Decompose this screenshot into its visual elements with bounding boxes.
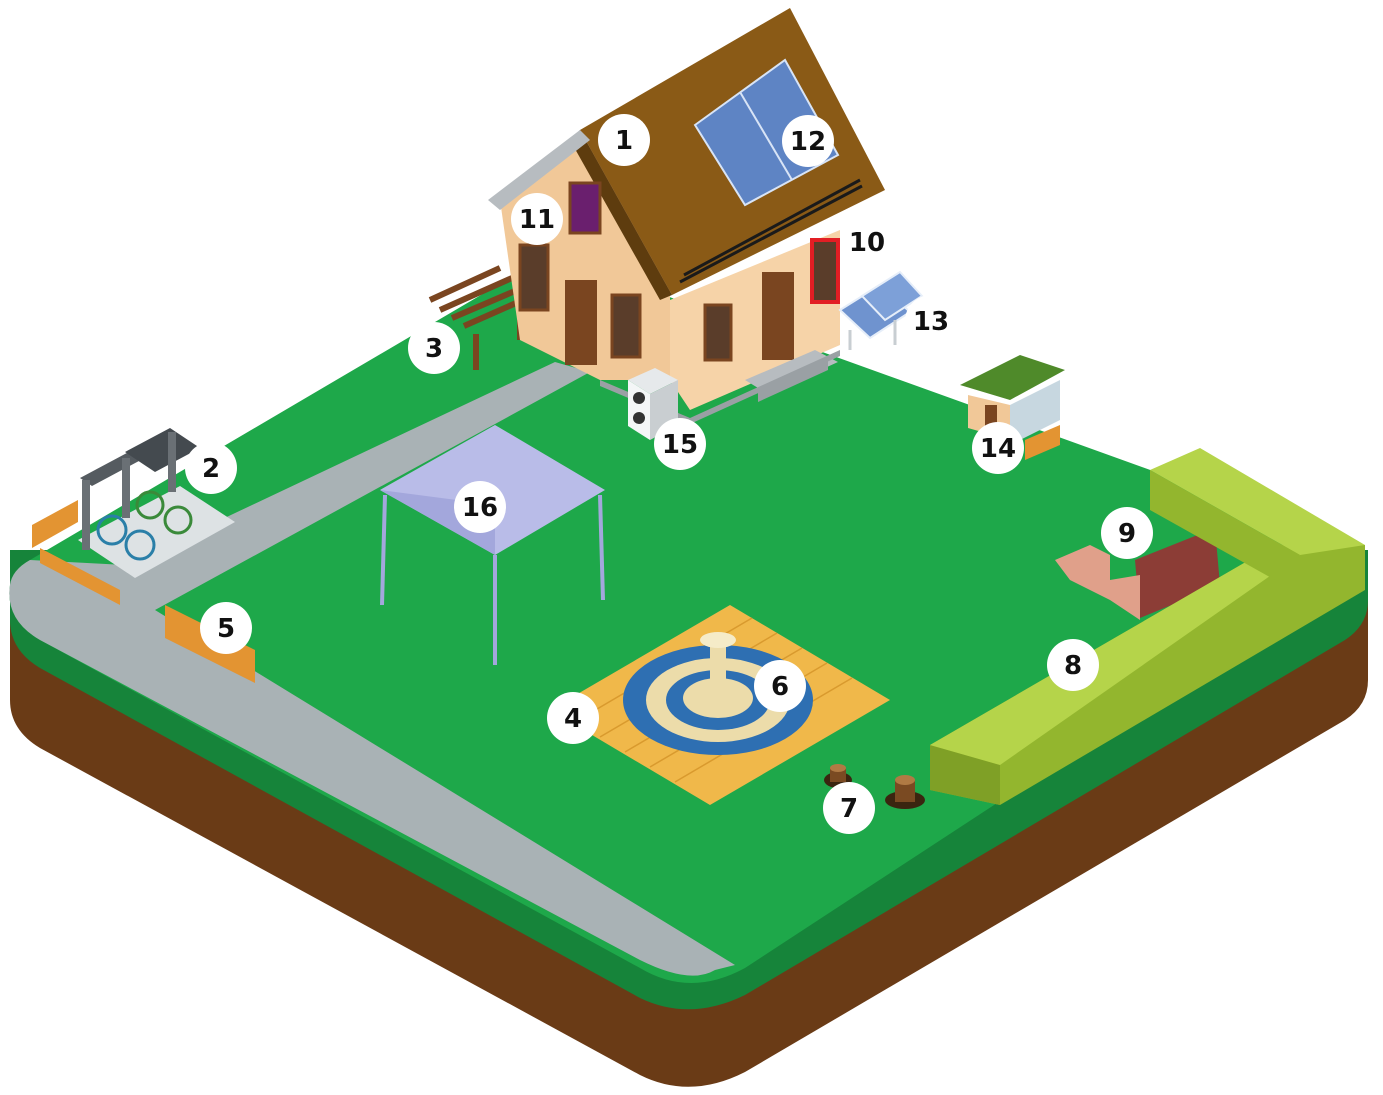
marker-number: 12 bbox=[790, 127, 826, 157]
red-window bbox=[812, 240, 838, 302]
dormer-window bbox=[570, 183, 600, 233]
marker-heat-pump[interactable]: 15 bbox=[654, 418, 706, 470]
marker-roof-solar-panels[interactable]: 12 bbox=[782, 115, 834, 167]
marker-bike-shelter[interactable]: 2 bbox=[185, 442, 237, 494]
marker-hedge[interactable]: 8 bbox=[1047, 639, 1099, 691]
marker-pergola[interactable]: 3 bbox=[408, 322, 460, 374]
marker-number: 10 bbox=[849, 228, 885, 258]
marker-fence[interactable]: 5 bbox=[200, 602, 252, 654]
marker-number: 15 bbox=[662, 430, 698, 460]
marker-number: 1 bbox=[615, 126, 633, 156]
marker-number: 9 bbox=[1118, 519, 1136, 549]
marker-tree-stumps[interactable]: 7 bbox=[823, 782, 875, 834]
marker-garden-wall[interactable]: 9 bbox=[1101, 507, 1153, 559]
marker-number: 5 bbox=[217, 614, 235, 644]
marker-wooden-deck[interactable]: 4 bbox=[547, 692, 599, 744]
marker-number: 2 bbox=[202, 454, 220, 484]
marker-number: 4 bbox=[564, 704, 582, 734]
marker-number: 6 bbox=[771, 672, 789, 702]
marker-dormer-window[interactable]: 11 bbox=[511, 193, 563, 245]
marker-number: 14 bbox=[980, 434, 1016, 464]
marker-roof[interactable]: 1 bbox=[598, 114, 650, 166]
marker-fountain[interactable]: 6 bbox=[754, 660, 806, 712]
marker-garden-shed[interactable]: 14 bbox=[972, 422, 1024, 474]
marker-number: 8 bbox=[1064, 651, 1082, 681]
marker-number: 16 bbox=[462, 493, 498, 523]
marker-number: 3 bbox=[425, 334, 443, 364]
marker-gazebo-tent[interactable]: 16 bbox=[454, 481, 506, 533]
marker-number: 13 bbox=[913, 307, 949, 337]
marker-number: 11 bbox=[519, 205, 555, 235]
marker-number: 7 bbox=[840, 794, 858, 824]
marker-red-window[interactable]: 10 bbox=[841, 216, 893, 268]
marker-ground-solar-panels[interactable]: 13 bbox=[905, 295, 957, 347]
